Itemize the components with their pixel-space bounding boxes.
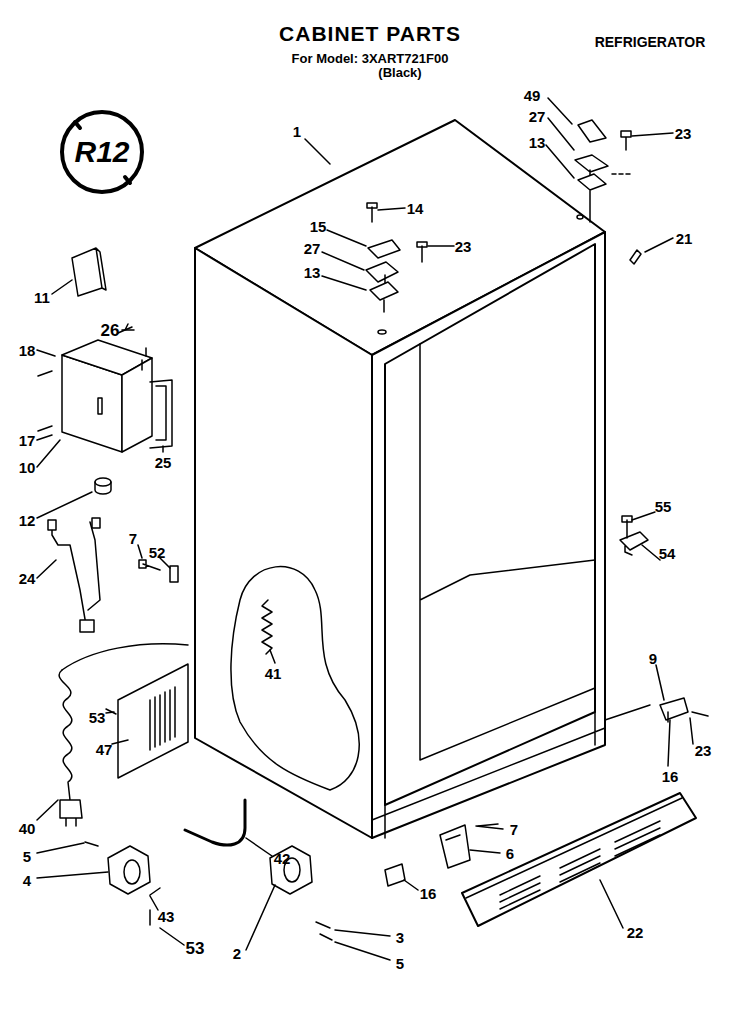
callout-number: 55 xyxy=(655,499,672,514)
callout-number: 53 xyxy=(89,710,106,725)
callout-number: 16 xyxy=(662,769,679,784)
diagram-title: CABINET PARTS xyxy=(279,23,461,44)
callout-number: 4 xyxy=(23,873,31,888)
model-note: (Black) xyxy=(378,66,421,79)
callout-number: 49 xyxy=(524,88,541,103)
callout-number: 22 xyxy=(627,925,644,940)
callout-number: 3 xyxy=(396,930,404,945)
callout-number: 7 xyxy=(510,822,518,837)
callout-number: 25 xyxy=(155,455,172,470)
callout-number: 23 xyxy=(695,743,712,758)
callout-number: 6 xyxy=(506,846,514,861)
callout-number: 5 xyxy=(396,956,404,971)
callout-number: 21 xyxy=(676,231,693,246)
callout-number: 27 xyxy=(304,241,321,256)
callout-number: 43 xyxy=(158,909,175,924)
callout-number: 53 xyxy=(186,940,205,957)
callout-number: 41 xyxy=(265,666,282,681)
callout-number: 7 xyxy=(129,531,137,546)
callout-number: 10 xyxy=(19,460,36,475)
callout-number: 24 xyxy=(19,571,36,586)
refrigerant-symbol: R12 xyxy=(74,137,129,167)
callout-number: 1 xyxy=(293,124,301,139)
callout-number: 26 xyxy=(101,322,120,339)
callout-number: 42 xyxy=(274,851,291,866)
callout-number: 12 xyxy=(19,513,36,528)
callout-number: 54 xyxy=(659,546,676,561)
callout-number: 16 xyxy=(420,886,437,901)
callout-number: 52 xyxy=(149,545,166,560)
callout-number: 15 xyxy=(310,219,327,234)
callout-number: 9 xyxy=(649,651,657,666)
model-note: For Model: 3XART721F00 xyxy=(292,52,449,65)
callout-number: 23 xyxy=(455,239,472,254)
callout-number: 13 xyxy=(529,135,546,150)
appliance-type: REFRIGERATOR xyxy=(595,35,706,49)
callout-number: 23 xyxy=(675,126,692,141)
callout-number: 2 xyxy=(233,946,241,961)
callout-number: 11 xyxy=(34,290,50,305)
callout-number: 17 xyxy=(19,433,36,448)
callout-number: 18 xyxy=(19,343,36,358)
callout-number: 5 xyxy=(23,849,31,864)
callout-number: 27 xyxy=(529,109,546,124)
callout-number: 47 xyxy=(96,742,113,757)
callout-number: 13 xyxy=(304,265,321,280)
callout-number: 40 xyxy=(19,821,36,836)
callout-number: 14 xyxy=(407,201,424,216)
